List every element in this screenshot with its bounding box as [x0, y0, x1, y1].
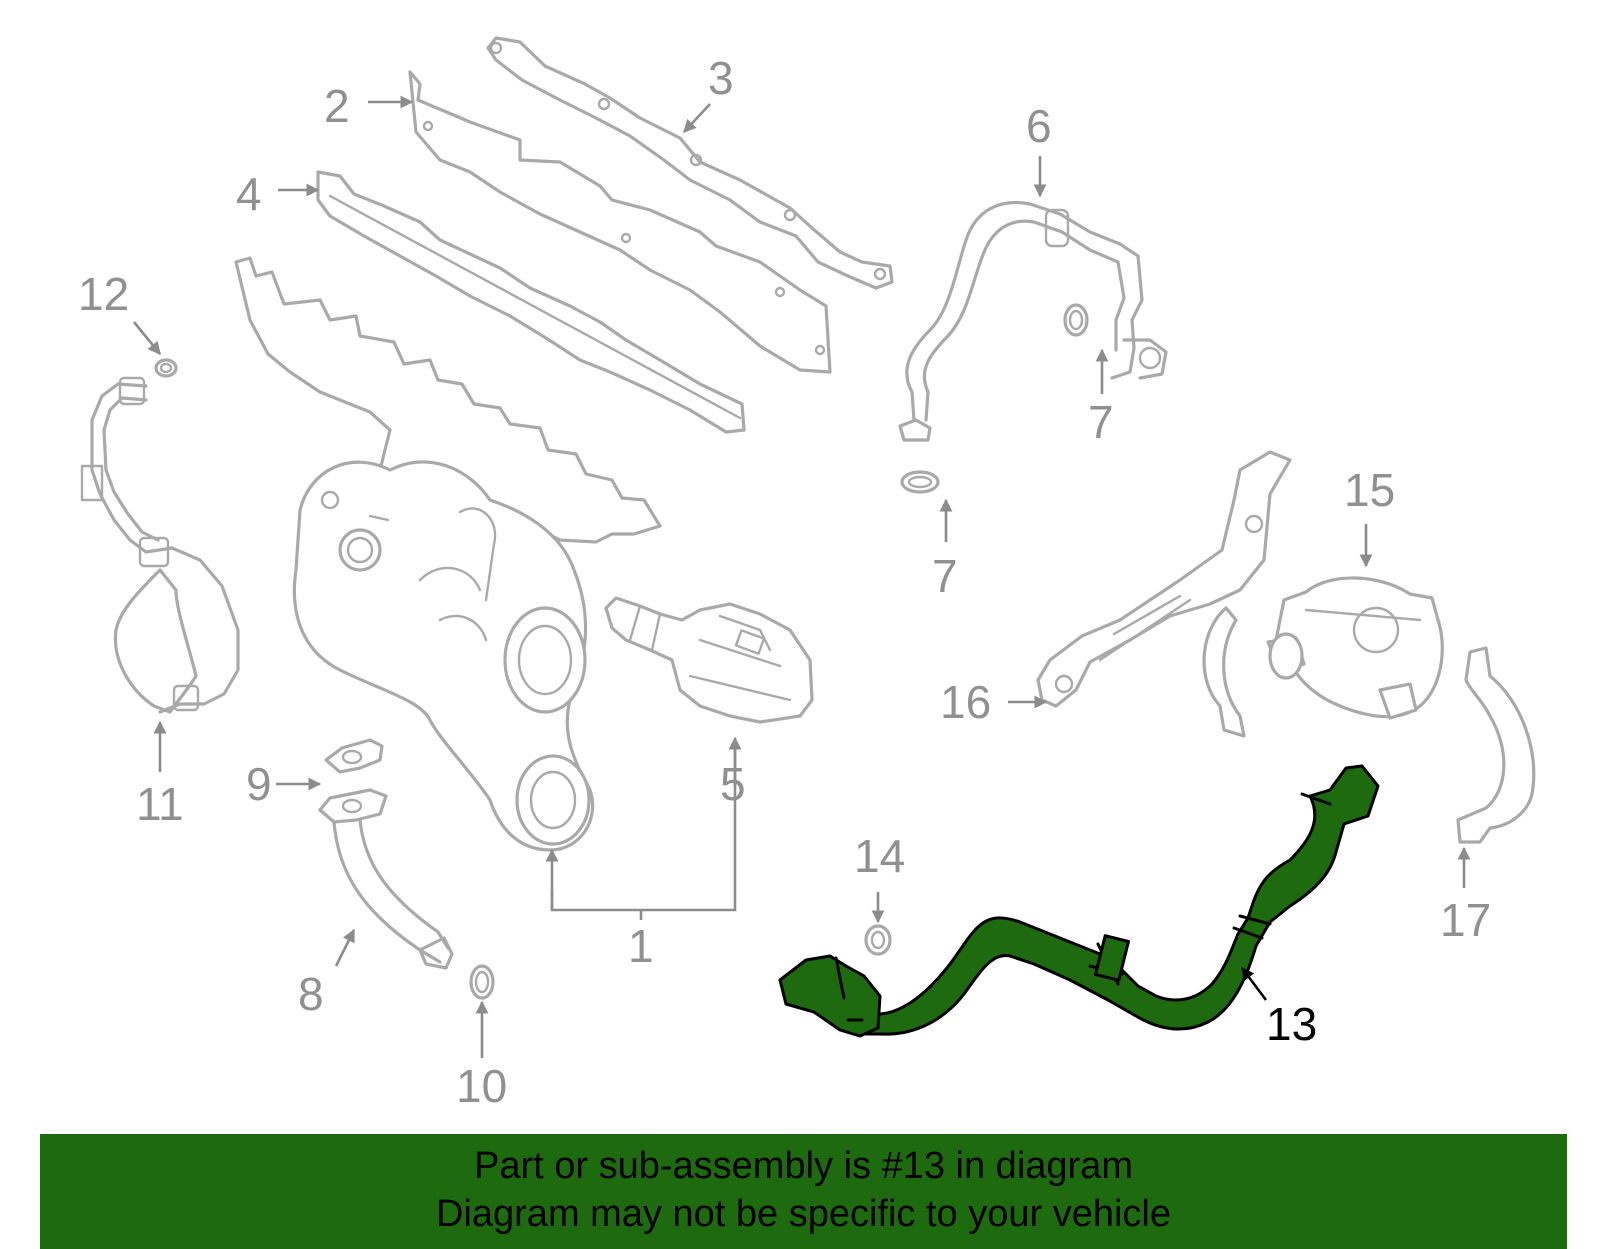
callout-16: 16 [940, 676, 991, 728]
part-7-washer-upper [1063, 303, 1089, 337]
part-1-turbocharger [234, 256, 662, 852]
callout-15: 15 [1344, 464, 1395, 516]
part-13-coolant-line [778, 764, 1380, 1038]
callout-3: 3 [708, 52, 734, 104]
part-10-washer [469, 964, 495, 1000]
notice-banner: Part or sub-assembly is #13 in diagram D… [40, 1134, 1567, 1249]
leader-lines [132, 95, 1471, 1058]
part-14-washer [864, 924, 892, 956]
part-3-gasket-strip [486, 36, 894, 290]
part-12-washer [154, 358, 178, 378]
callout-4: 4 [236, 168, 262, 220]
part-7-washer-lower [900, 470, 940, 494]
part-5-actuator [604, 596, 814, 724]
callout-5: 5 [720, 758, 746, 810]
callout-numbers: 1 2 3 4 5 6 7 7 8 9 10 11 12 13 14 15 16… [78, 52, 1491, 1112]
callout-10: 10 [456, 1060, 507, 1112]
callout-2: 2 [324, 80, 350, 132]
callout-9: 9 [246, 758, 272, 810]
part-17-strap [1456, 646, 1536, 844]
callout-6: 6 [1026, 100, 1052, 152]
part-9-gasket [324, 738, 384, 774]
callout-14: 14 [854, 830, 905, 882]
part-15-pump [1266, 576, 1444, 720]
callout-7-upper: 7 [1088, 396, 1114, 448]
part-16-bracket [1036, 450, 1292, 738]
callout-17: 17 [1440, 894, 1491, 946]
callout-12: 12 [78, 268, 129, 320]
part-2-heat-shield [408, 70, 832, 374]
callout-11: 11 [136, 778, 184, 830]
callout-7-lower: 7 [932, 550, 958, 602]
banner-line-2: Diagram may not be specific to your vehi… [436, 1193, 1171, 1235]
part-8-pipe [318, 788, 454, 970]
part-4-manifold-gasket [316, 170, 746, 434]
banner-line-1: Part or sub-assembly is #13 in diagram [474, 1145, 1133, 1187]
part-11-oil-line [80, 376, 240, 714]
callout-13: 13 [1266, 998, 1317, 1050]
callout-1: 1 [628, 920, 654, 972]
part-6-pipe [898, 200, 1168, 442]
callout-8: 8 [298, 968, 324, 1020]
